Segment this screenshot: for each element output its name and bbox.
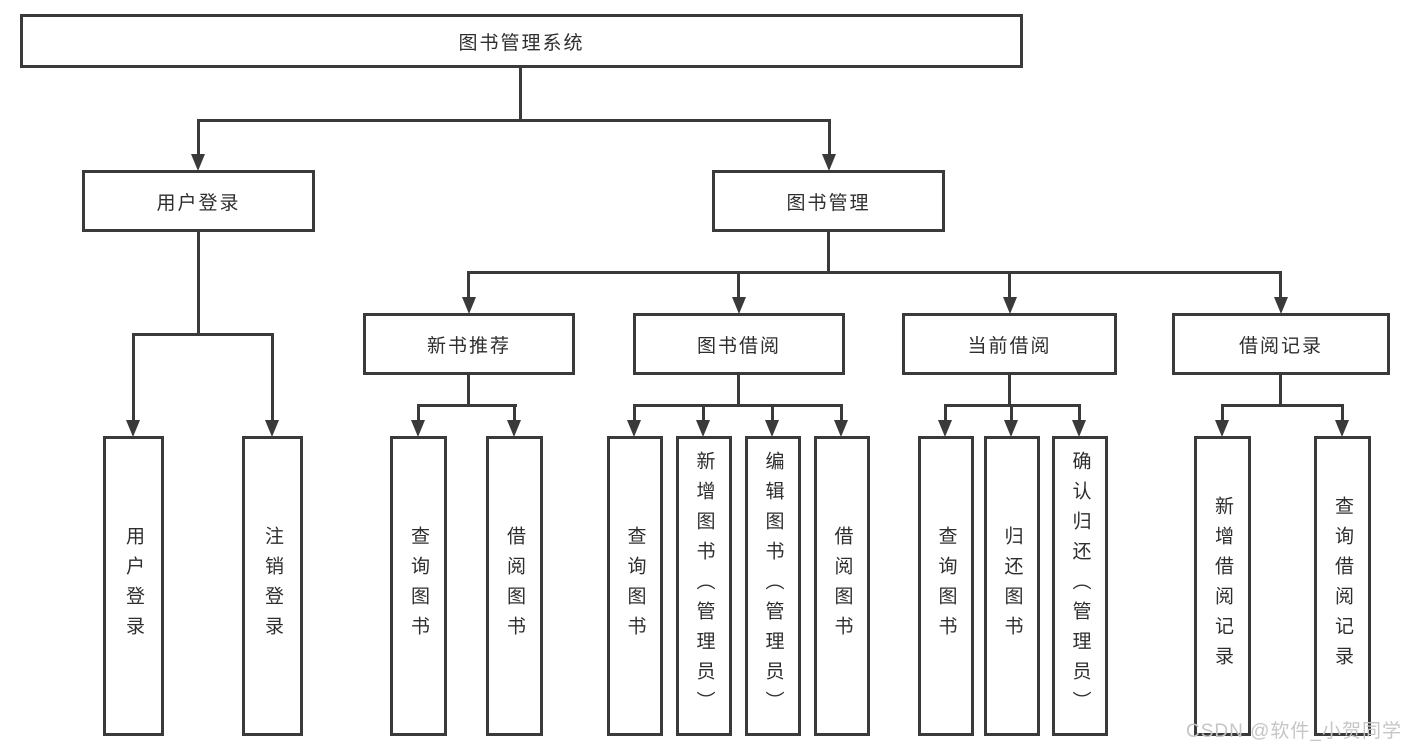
arrowhead-down-icon xyxy=(1003,297,1017,314)
node-new-book-recommend: 新书推荐 xyxy=(363,313,575,375)
node-book-borrow: 图书借阅 xyxy=(633,313,845,375)
arrowhead-down-icon xyxy=(411,420,425,437)
leaf-label: 新增图书（管理员） xyxy=(693,451,715,721)
node-current-borrow: 当前借阅 xyxy=(902,313,1117,375)
leaf-newbook-query-books: 查询图书 xyxy=(390,436,447,736)
connector-line xyxy=(513,404,516,424)
arrowhead-down-icon xyxy=(1004,420,1018,437)
connector-line xyxy=(827,232,830,274)
leaf-label: 新增借阅记录 xyxy=(1212,496,1233,676)
connector-line xyxy=(1221,404,1343,407)
leaf-label: 注销登录 xyxy=(262,526,283,646)
connector-line xyxy=(771,404,774,424)
connector-line xyxy=(633,404,636,424)
leaf-label: 归还图书 xyxy=(1001,526,1023,646)
arrowhead-down-icon xyxy=(462,297,476,314)
leaf-label: 查询图书 xyxy=(624,526,646,646)
node-book-management-label: 图书管理 xyxy=(786,192,871,214)
arrowhead-down-icon xyxy=(1335,420,1349,437)
arrowhead-down-icon xyxy=(938,420,952,437)
arrowhead-down-icon xyxy=(627,420,641,437)
connector-line xyxy=(197,232,200,336)
arrowhead-down-icon xyxy=(696,420,710,437)
leaf-current-confirm-return-admin: 确认归还（管理员） xyxy=(1052,436,1108,736)
connector-line xyxy=(1279,375,1282,407)
connector-line xyxy=(197,119,831,122)
connector-line xyxy=(1010,404,1013,424)
leaf-records-add-record: 新增借阅记录 xyxy=(1194,436,1251,736)
leaf-records-query-record: 查询借阅记录 xyxy=(1314,436,1371,736)
arrowhead-down-icon xyxy=(191,154,205,171)
leaf-borrow-query-books: 查询图书 xyxy=(607,436,663,736)
connector-line xyxy=(737,271,740,299)
connector-line xyxy=(840,404,843,424)
leaf-current-query-books: 查询图书 xyxy=(918,436,974,736)
connector-line xyxy=(1279,271,1282,299)
leaf-label: 查询借阅记录 xyxy=(1332,496,1353,676)
leaf-label: 确认归还（管理员） xyxy=(1069,451,1091,721)
arrowhead-down-icon xyxy=(765,420,779,437)
connector-line xyxy=(1008,271,1011,299)
connector-line xyxy=(467,271,470,299)
connector-line xyxy=(702,404,705,424)
connector-line xyxy=(417,404,517,407)
leaf-borrow-borrow-books: 借阅图书 xyxy=(814,436,870,736)
leaf-label: 借阅图书 xyxy=(831,526,853,646)
csdn-watermark: CSDN @软件_小贺同学 xyxy=(1186,721,1402,742)
connector-line xyxy=(1341,404,1344,424)
leaf-label: 查询图书 xyxy=(935,526,957,646)
arrowhead-down-icon xyxy=(834,420,848,437)
leaf-newbook-borrow-books: 借阅图书 xyxy=(486,436,543,736)
connector-line xyxy=(132,333,135,422)
connector-line xyxy=(633,404,843,407)
leaf-logout: 注销登录 xyxy=(242,436,303,736)
arrowhead-down-icon xyxy=(265,420,279,437)
connector-line xyxy=(519,68,522,120)
connector-line xyxy=(132,333,274,336)
leaf-borrow-add-books-admin: 新增图书（管理员） xyxy=(676,436,732,736)
connector-line xyxy=(828,119,831,157)
node-user-login: 用户登录 xyxy=(82,170,315,232)
connector-line xyxy=(944,404,947,424)
node-current-borrow-label: 当前借阅 xyxy=(967,335,1052,357)
connector-line xyxy=(417,404,420,424)
node-root-label: 图书管理系统 xyxy=(458,32,585,54)
connector-line xyxy=(737,375,740,407)
leaf-current-return-books: 归还图书 xyxy=(984,436,1040,736)
connector-line xyxy=(1008,375,1011,407)
connector-line xyxy=(271,333,274,422)
connector-line xyxy=(1221,404,1224,424)
leaf-label: 查询图书 xyxy=(408,526,429,646)
node-borrow-records-label: 借阅记录 xyxy=(1238,335,1323,357)
connector-line xyxy=(1078,404,1081,424)
leaf-user-login: 用户登录 xyxy=(103,436,164,736)
leaf-label: 编辑图书（管理员） xyxy=(762,451,784,721)
node-user-login-label: 用户登录 xyxy=(156,192,241,214)
node-root: 图书管理系统 xyxy=(20,14,1023,68)
leaf-label: 用户登录 xyxy=(123,526,144,646)
node-new-book-recommend-label: 新书推荐 xyxy=(426,335,511,357)
arrowhead-down-icon xyxy=(822,154,836,171)
arrowhead-down-icon xyxy=(732,297,746,314)
arrowhead-down-icon xyxy=(507,420,521,437)
arrowhead-down-icon xyxy=(1274,297,1288,314)
connector-line xyxy=(467,375,470,407)
arrowhead-down-icon xyxy=(1215,420,1229,437)
arrowhead-down-icon xyxy=(1072,420,1086,437)
leaf-label: 借阅图书 xyxy=(504,526,525,646)
node-book-management: 图书管理 xyxy=(712,170,945,232)
connector-line xyxy=(197,119,200,157)
leaf-borrow-edit-books-admin: 编辑图书（管理员） xyxy=(745,436,801,736)
connector-line xyxy=(467,271,1281,274)
node-book-borrow-label: 图书借阅 xyxy=(696,335,781,357)
arrowhead-down-icon xyxy=(126,420,140,437)
node-borrow-records: 借阅记录 xyxy=(1172,313,1390,375)
